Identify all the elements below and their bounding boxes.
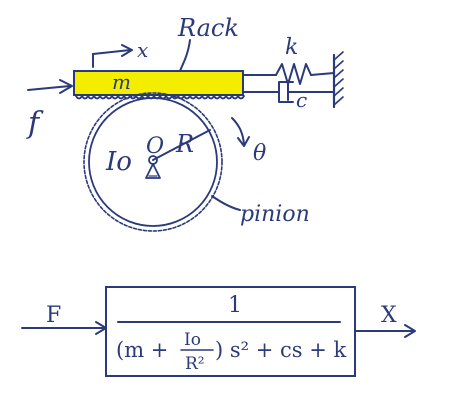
rack-pointer bbox=[177, 39, 191, 76]
displacement-label: x bbox=[137, 38, 148, 62]
radius-line bbox=[152, 129, 211, 161]
spring-label: k bbox=[285, 35, 298, 60]
output-arrow bbox=[354, 324, 416, 338]
force-label: f bbox=[26, 106, 44, 141]
tf-denominator-close: ) s² + cs + k bbox=[215, 338, 346, 362]
radius-label: R bbox=[175, 130, 194, 158]
tf-numerator: 1 bbox=[228, 293, 242, 318]
angle-label: θ bbox=[253, 141, 266, 166]
tf-inner-denominator: R² bbox=[185, 354, 205, 374]
damper-label: c bbox=[296, 88, 307, 112]
tf-denominator-open: (m + bbox=[116, 338, 168, 362]
pivot-symbol bbox=[145, 155, 161, 179]
rotation-arrow bbox=[231, 117, 250, 147]
input-arrow bbox=[21, 321, 107, 335]
center-label: O bbox=[146, 134, 164, 159]
rack-body bbox=[73, 70, 244, 96]
damper bbox=[242, 81, 335, 103]
rack-label: Rack bbox=[177, 14, 239, 42]
spring bbox=[242, 63, 335, 85]
inertia-label: Io bbox=[105, 147, 132, 177]
output-label: X bbox=[381, 303, 397, 328]
pinion-label: pinion bbox=[240, 202, 310, 227]
tf-inner-numerator: Io bbox=[184, 330, 201, 350]
displacement-arrow bbox=[92, 44, 133, 68]
pinion-pointer bbox=[211, 195, 241, 211]
wall bbox=[332, 51, 344, 109]
rack-teeth bbox=[75, 95, 245, 100]
input-label: F bbox=[46, 303, 61, 328]
mass-label: m bbox=[112, 70, 131, 94]
pinion-gear bbox=[83, 92, 223, 232]
force-arrow bbox=[27, 79, 73, 94]
